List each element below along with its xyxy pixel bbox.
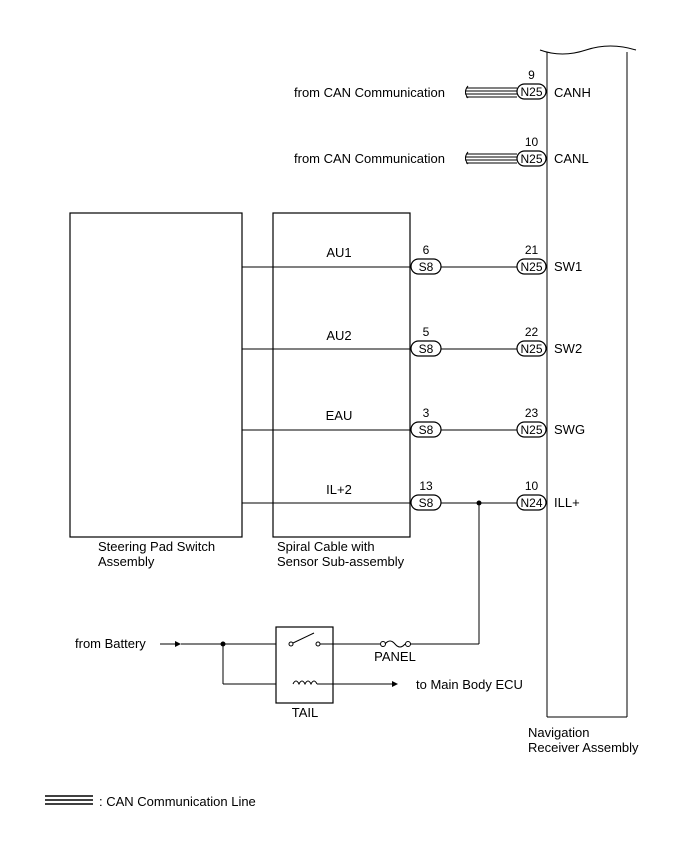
steering-pad-label: Steering Pad Switch Assembly — [98, 539, 215, 569]
pin-number: 5 — [423, 325, 430, 339]
power-section: from Battery to Main Body ECU TAIL PANEL — [75, 626, 523, 720]
fuse-icon — [384, 640, 406, 648]
pin-number: 10 — [525, 135, 539, 149]
svg-text:Sensor Sub-assembly: Sensor Sub-assembly — [277, 554, 405, 569]
svg-text:Navigation: Navigation — [528, 725, 589, 740]
pin-number: 22 — [525, 325, 539, 339]
panel-label: PANEL — [374, 649, 416, 664]
connector-label: N25 — [520, 423, 542, 437]
circuit-sw2: AU2 S8 5 N25 22 SW2 — [242, 325, 582, 357]
can-from-label: from CAN Communication — [294, 151, 445, 166]
navigation-receiver-label: Navigation Receiver Assembly — [528, 725, 639, 755]
spiral-cable-label: Spiral Cable with Sensor Sub-assembly — [277, 539, 405, 569]
connector-label: N25 — [520, 260, 542, 274]
connector-s8 — [410, 421, 442, 438]
signal-label: ILL+ — [554, 495, 580, 510]
circuit-sw1: AU1 S8 6 N25 21 SW1 — [242, 243, 582, 275]
pin-number: 23 — [525, 406, 539, 420]
connector-label: S8 — [419, 342, 434, 356]
signal-label: SW2 — [554, 341, 582, 356]
circuit-swg: EAU S8 3 N25 23 SWG — [242, 406, 585, 438]
signal-label: CANL — [554, 151, 589, 166]
pin-number: 9 — [528, 68, 535, 82]
svg-text:Steering Pad Switch: Steering Pad Switch — [98, 539, 215, 554]
legend: : CAN Communication Line — [45, 794, 256, 809]
connector-label: N25 — [520, 152, 542, 166]
connector-label: N25 — [520, 85, 542, 99]
pin-number: 13 — [419, 479, 433, 493]
connector-label: S8 — [419, 496, 434, 510]
pin-number: 10 — [525, 479, 539, 493]
to-ecu-label: to Main Body ECU — [416, 677, 523, 692]
connector-s8 — [410, 340, 442, 357]
can-input-canl: from CAN Communication N25 10 CANL — [294, 135, 589, 167]
signal-label: SW1 — [554, 259, 582, 274]
svg-text:Spiral Cable with: Spiral Cable with — [277, 539, 375, 554]
arrow-right-icon — [175, 641, 181, 647]
connector-n25 — [516, 83, 547, 100]
can-input-canh: from CAN Communication N25 9 CANH — [294, 68, 591, 100]
circuit-ill: IL+2 S8 13 N24 10 ILL+ — [242, 479, 580, 644]
wire-label: AU2 — [326, 328, 351, 343]
from-battery-label: from Battery — [75, 636, 146, 651]
coil-icon — [292, 680, 318, 686]
connector-n25 — [516, 421, 547, 438]
connector-n25 — [516, 258, 547, 275]
connector-s8 — [410, 258, 442, 275]
wire-label: AU1 — [326, 245, 351, 260]
connector-n24 — [516, 494, 547, 511]
pin-number: 6 — [423, 243, 430, 257]
switch-blade — [292, 632, 315, 644]
svg-text:Assembly: Assembly — [98, 554, 155, 569]
wire-label: IL+2 — [326, 482, 352, 497]
wire-label: EAU — [326, 408, 353, 423]
connector-n25 — [516, 340, 547, 357]
connector-label: S8 — [419, 423, 434, 437]
tail-label: TAIL — [292, 705, 319, 720]
steering-pad-switch-box — [69, 212, 243, 538]
switch-contact — [288, 641, 294, 647]
connector-label: N25 — [520, 342, 542, 356]
signal-label: SWG — [554, 422, 585, 437]
pin-number: 21 — [525, 243, 539, 257]
connector-label: N24 — [520, 496, 542, 510]
signal-label: CANH — [554, 85, 591, 100]
legend-label: : CAN Communication Line — [99, 794, 256, 809]
switch-contact — [315, 641, 321, 647]
connector-s8 — [410, 494, 442, 511]
connector-n25 — [516, 150, 547, 167]
tail-relay-box — [275, 626, 334, 704]
navigation-receiver-box — [539, 45, 637, 718]
arrow-right-icon — [392, 681, 398, 687]
pin-number: 3 — [423, 406, 430, 420]
can-from-label: from CAN Communication — [294, 85, 445, 100]
svg-text:Receiver Assembly: Receiver Assembly — [528, 740, 639, 755]
connector-label: S8 — [419, 260, 434, 274]
